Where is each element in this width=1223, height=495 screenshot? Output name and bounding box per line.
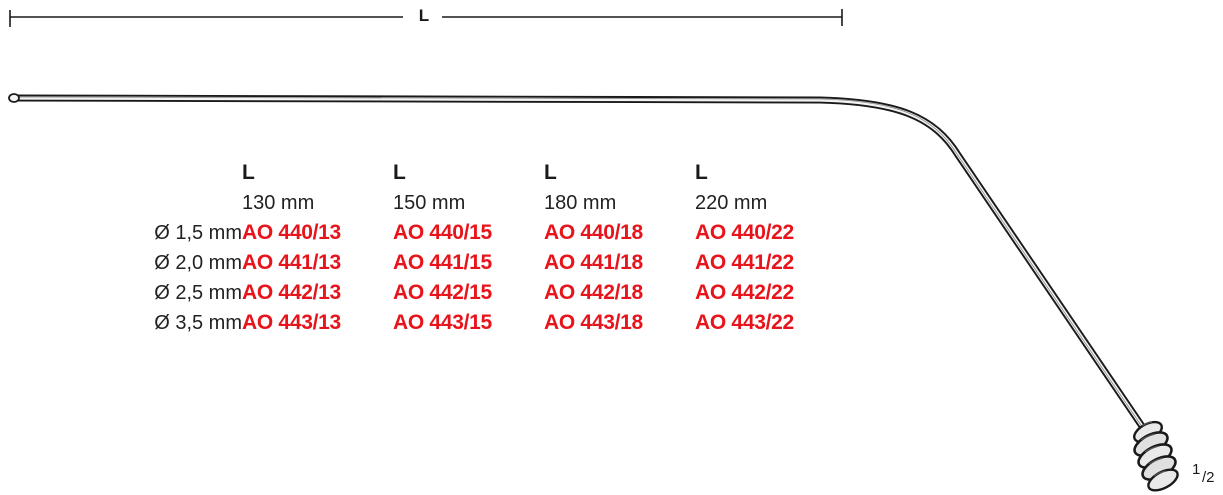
length-header: L [544,161,557,184]
length-value: 130 mm [242,192,315,214]
article-code: AO 441/22 [695,251,794,274]
scale-note: 1 /2 [1190,461,1218,487]
table-row: Ø 3,5 mm AO 443/13 AO 443/15 AO 443/18 A… [70,308,846,338]
article-code: AO 442/13 [242,281,341,304]
length-value: 180 mm [544,192,617,214]
length-header: L [695,161,708,184]
article-code: AO 442/18 [544,281,643,304]
article-code: AO 443/22 [695,311,794,334]
dimension-line [9,9,843,27]
diameter-label: Ø 3,5 mm [154,312,242,334]
article-code: AO 443/15 [393,311,492,334]
diameter-label: Ø 2,0 mm [154,252,242,274]
scale-denominator: /2 [1202,469,1215,486]
length-values-row: 130 mm 150 mm 180 mm 220 mm [70,188,846,218]
length-header: L [393,161,406,184]
article-code: AO 441/15 [393,251,492,274]
table-row: Ø 1,5 mm AO 440/13 AO 440/15 AO 440/18 A… [70,218,846,248]
scale-numerator: 1 [1192,461,1201,478]
article-code: AO 441/13 [242,251,341,274]
article-code: AO 442/22 [695,281,794,304]
article-code: AO 440/18 [544,221,643,244]
article-code: AO 441/18 [544,251,643,274]
article-code: AO 442/15 [393,281,492,304]
length-header: L [242,161,255,184]
article-code: AO 440/22 [695,221,794,244]
ordering-table: L L L L 130 mm 150 mm 180 mm 220 mm Ø 1,… [70,158,846,338]
dimension-label: L [418,6,430,25]
probe-handle [1133,420,1179,492]
article-code: AO 440/15 [393,221,492,244]
table-row: Ø 2,0 mm AO 441/13 AO 441/15 AO 441/18 A… [70,248,846,278]
length-value: 150 mm [393,192,466,214]
length-value: 220 mm [695,192,768,214]
article-code: AO 443/18 [544,311,643,334]
article-code: AO 443/13 [242,311,341,334]
length-header-row: L L L L [70,158,846,188]
article-code: AO 440/13 [242,221,341,244]
diameter-label: Ø 1,5 mm [154,222,242,244]
probe-shaft [8,93,1154,442]
diameter-label: Ø 2,5 mm [154,282,242,304]
table-row: Ø 2,5 mm AO 442/13 AO 442/15 AO 442/18 A… [70,278,846,308]
